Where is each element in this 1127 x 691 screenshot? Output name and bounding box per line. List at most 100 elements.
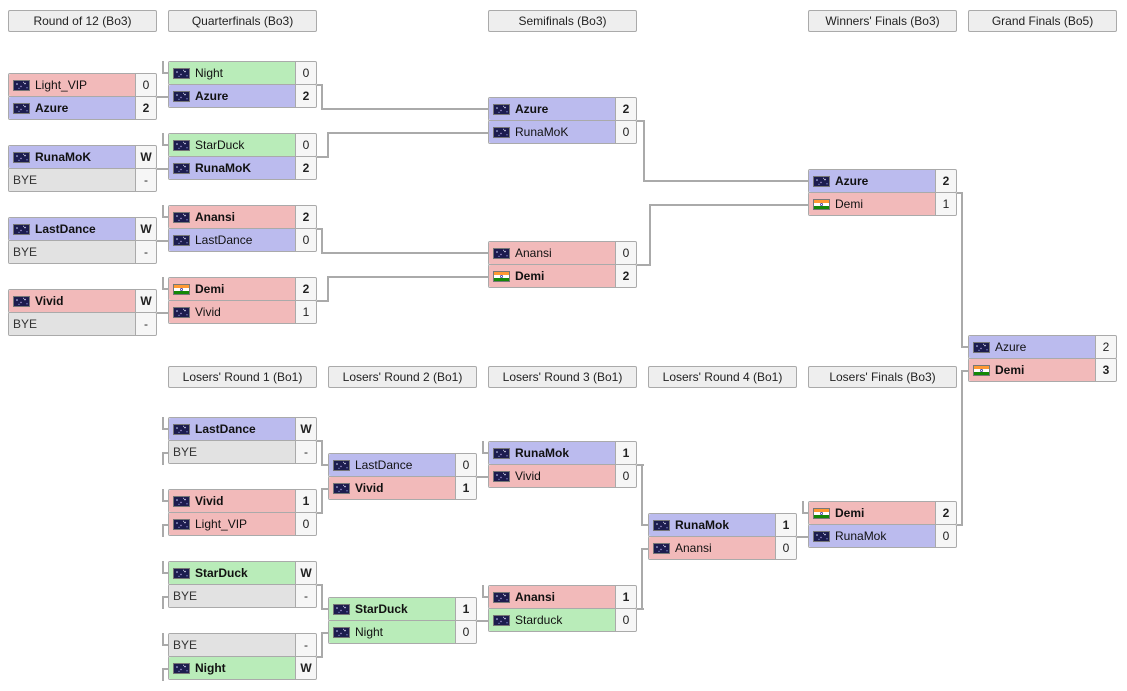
connector-line (162, 596, 169, 598)
night-sky-flag-icon (173, 67, 190, 79)
connector-line (482, 441, 484, 454)
connector-line (321, 84, 323, 110)
player-slot-starduck[interactable]: StarDuck (329, 598, 455, 620)
score-cell: - (135, 169, 156, 191)
score-cell: 2 (295, 85, 316, 107)
connector-line (641, 524, 649, 526)
connector-line (643, 120, 645, 182)
player-slot-night[interactable]: Night (169, 62, 295, 84)
score-cell: W (135, 218, 156, 240)
player-name: Night (195, 66, 224, 80)
match-row: BYE- (168, 440, 317, 464)
score-cell: 1 (455, 598, 476, 620)
player-slot-vivid[interactable]: Vivid (169, 301, 295, 323)
player-slot-runamok[interactable]: RunaMoK (489, 121, 615, 143)
player-slot-azure[interactable]: Azure (809, 170, 935, 192)
player-slot-vivid[interactable]: Vivid (489, 465, 615, 487)
player-slot-light_vip[interactable]: Light_VIP (9, 74, 135, 96)
player-slot-starduck[interactable]: StarDuck (169, 134, 295, 156)
player-slot-demi[interactable]: Demi (809, 502, 935, 524)
player-slot-lastdance[interactable]: LastDance (329, 454, 455, 476)
connector-line (327, 132, 329, 158)
india-flag-icon (813, 507, 830, 519)
player-slot-demi[interactable]: Demi (809, 193, 935, 215)
player-slot-azure[interactable]: Azure (169, 85, 295, 107)
player-slot-starduck[interactable]: StarDuck (169, 562, 295, 584)
score-cell: 0 (935, 525, 956, 547)
player-slot-lastdance[interactable]: LastDance (169, 229, 295, 251)
player-slot-demi[interactable]: Demi (969, 359, 1095, 381)
player-slot-anansi[interactable]: Anansi (489, 586, 615, 608)
connector-line (637, 608, 644, 610)
player-slot-lastdance[interactable]: LastDance (9, 218, 135, 240)
connector-line (961, 370, 969, 372)
player-slot-runamok[interactable]: RunaMoK (169, 157, 295, 179)
player-slot-runamok[interactable]: RunaMok (649, 514, 775, 536)
player-slot-demi[interactable]: Demi (489, 265, 615, 287)
score-cell: 0 (775, 537, 796, 559)
player-name: Demi (835, 506, 865, 520)
player-name: RunaMok (515, 446, 569, 460)
night-sky-flag-icon (493, 247, 510, 259)
player-slot-night[interactable]: Night (329, 621, 455, 643)
connector-line (649, 204, 651, 266)
score-cell: 2 (1095, 336, 1116, 358)
player-slot-azure[interactable]: Azure (969, 336, 1095, 358)
player-name: BYE (173, 589, 198, 603)
connector-line (162, 596, 164, 609)
connector-line (327, 276, 329, 302)
connector-line (321, 440, 323, 466)
player-slot-light_vip[interactable]: Light_VIP (169, 513, 295, 535)
night-sky-flag-icon (173, 162, 190, 174)
player-slot-azure[interactable]: Azure (9, 97, 135, 119)
player-slot-runamok[interactable]: RunaMok (809, 525, 935, 547)
player-slot-runamok[interactable]: RunaMok (489, 442, 615, 464)
connector-line (162, 277, 164, 290)
connector-line (162, 428, 169, 430)
player-slot-azure[interactable]: Azure (489, 98, 615, 120)
player-slot-night[interactable]: Night (169, 657, 295, 679)
player-name: LastDance (195, 422, 256, 436)
player-name: Anansi (515, 246, 552, 260)
connector-line (327, 132, 489, 134)
connector-line (637, 264, 651, 266)
connector-line (162, 668, 169, 670)
connector-line (641, 548, 643, 610)
player-name: Light_VIP (35, 78, 88, 92)
score-cell: W (135, 146, 156, 168)
player-slot-vivid[interactable]: Vivid (329, 477, 455, 499)
player-slot-anansi[interactable]: Anansi (649, 537, 775, 559)
score-cell: - (295, 441, 316, 463)
connector-line (637, 464, 644, 466)
player-slot-runamok[interactable]: RunaMoK (9, 146, 135, 168)
connector-line (321, 464, 329, 466)
score-cell: 0 (455, 454, 476, 476)
player-slot-anansi[interactable]: Anansi (169, 206, 295, 228)
player-slot-vivid[interactable]: Vivid (9, 290, 135, 312)
connector-line (162, 216, 169, 218)
score-cell: 2 (615, 265, 636, 287)
player-slot-starduck[interactable]: Starduck (489, 609, 615, 631)
player-name: BYE (13, 317, 38, 331)
player-slot-lastdance[interactable]: LastDance (169, 418, 295, 440)
bye-slot: BYE (169, 585, 295, 607)
player-slot-vivid[interactable]: Vivid (169, 490, 295, 512)
round-header-losers-round-1: Losers' Round 1 (Bo1) (168, 366, 317, 388)
bye-slot: BYE (169, 634, 295, 656)
player-slot-anansi[interactable]: Anansi (489, 242, 615, 264)
night-sky-flag-icon (13, 295, 30, 307)
connector-line (162, 561, 164, 574)
player-slot-demi[interactable]: Demi (169, 278, 295, 300)
connector-line (477, 620, 488, 622)
